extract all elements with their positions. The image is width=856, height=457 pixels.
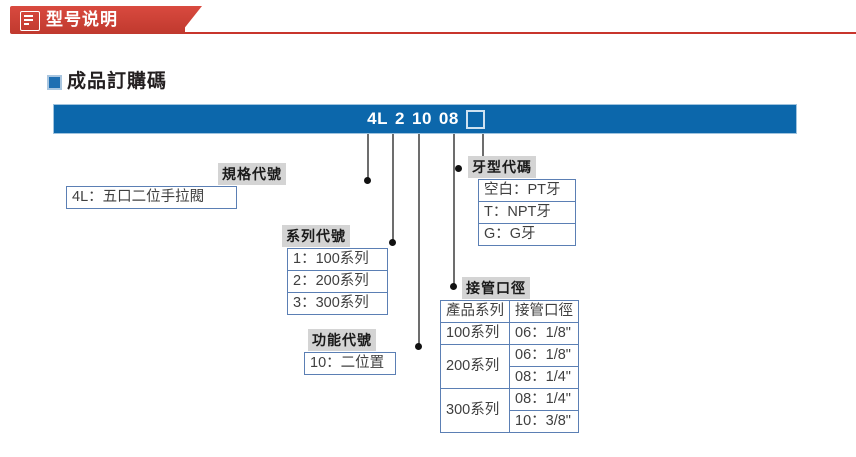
code-segment-spec: 4L <box>367 109 389 128</box>
table-cell-series: 200系列 <box>440 344 510 389</box>
callout-row: T：NPT牙 <box>479 201 575 223</box>
table-header-row: 產品系列 接管口徑 <box>440 300 579 323</box>
callout-row: G：G牙 <box>479 223 575 245</box>
leader-line-series <box>392 134 394 242</box>
code-segment-thread-blank <box>465 109 485 129</box>
product-code-bar: 4L 2 10 08 <box>53 104 797 134</box>
leader-dot-series <box>389 239 396 246</box>
callout-row: 1：100系列 <box>293 251 369 267</box>
leader-dot-spec <box>364 177 371 184</box>
code-segment-port: 08 <box>438 109 459 128</box>
callout-row: 2：200系列 <box>288 270 387 292</box>
callout-label-port: 接管口徑 <box>462 277 530 299</box>
table-row: 10：3/8" <box>441 410 579 433</box>
leader-line-port <box>453 134 455 286</box>
table-row: 200系列 06：1/8" <box>440 344 579 389</box>
table-row: 300系列 08：1/4" <box>440 388 579 433</box>
page-header: 型号说明 <box>0 0 856 44</box>
header-title: 型号说明 <box>46 10 118 29</box>
callout-row: 10：二位置 <box>310 355 385 371</box>
leader-dot-port <box>450 283 457 290</box>
table-cell-size: 08：1/4" <box>509 366 579 389</box>
header-tab-slant <box>160 6 202 34</box>
leader-line-thread <box>482 134 484 168</box>
callout-box-spec: 4L：五口二位手拉閥 <box>66 186 237 209</box>
table-header-size: 接管口徑 <box>509 300 579 323</box>
table-cell-series: 300系列 <box>440 388 510 433</box>
callout-box-thread: 空白：PT牙 T：NPT牙 G：G牙 <box>478 179 576 246</box>
table-cell-series: 100系列 <box>440 322 510 345</box>
callout-row: 4L：五口二位手拉閥 <box>72 189 205 205</box>
callout-label-thread: 牙型代碼 <box>468 156 536 178</box>
section-bullet-icon <box>47 75 62 90</box>
code-segment-function: 10 <box>411 109 432 128</box>
callout-label-spec: 規格代號 <box>218 163 286 185</box>
header-rule <box>100 32 856 34</box>
callout-label-series: 系列代號 <box>282 225 350 247</box>
leader-line-spec <box>367 134 369 180</box>
callout-label-function: 功能代號 <box>308 329 376 351</box>
leader-dot-function <box>415 343 422 350</box>
leader-dot-thread <box>455 165 462 172</box>
callout-row: 3：300系列 <box>288 292 387 314</box>
table-row: 100系列 06：1/8" <box>440 322 579 345</box>
section-title: 成品訂購碼 <box>67 71 168 92</box>
callout-box-series: 1：100系列 2：200系列 3：300系列 <box>287 248 388 315</box>
table-cell-size: 10：3/8" <box>509 410 579 433</box>
table-cell-size: 06：1/8" <box>509 344 579 367</box>
table-header-series: 產品系列 <box>440 300 510 323</box>
port-size-table: 產品系列 接管口徑 100系列 06：1/8" 200系列 06：1/8" 08… <box>440 300 579 433</box>
table-cell-size: 08：1/4" <box>509 388 579 411</box>
callout-row: 空白：PT牙 <box>484 182 561 198</box>
product-code-text: 4L 2 10 08 <box>54 105 798 133</box>
leader-line-function <box>418 134 420 346</box>
code-segment-series: 2 <box>395 109 405 128</box>
table-cell-size: 06：1/8" <box>509 322 579 345</box>
callout-box-function: 10：二位置 <box>304 352 396 375</box>
document-lines-icon <box>20 11 40 31</box>
